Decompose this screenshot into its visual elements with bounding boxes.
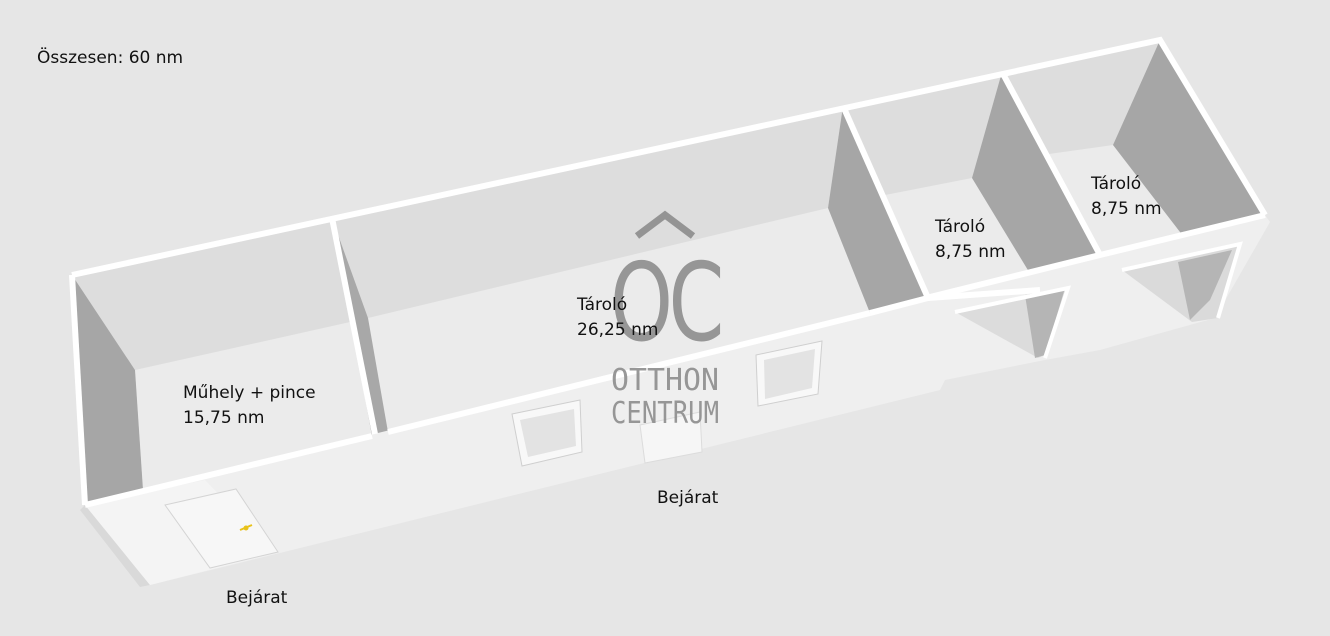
left-end-wall [72, 275, 143, 505]
room-area: 8,75 nm [1091, 199, 1162, 219]
partition-wall-3 [972, 72, 1100, 290]
right-end-wall [1113, 40, 1265, 245]
back-wall-storage-large [332, 106, 843, 318]
total-area-label: Összesen: 60 nm [37, 48, 184, 68]
room-name: Tároló [935, 217, 986, 237]
room-area: 8,75 nm [935, 242, 1006, 262]
door-frame-right [1121, 241, 1243, 319]
front-wall-shadow [80, 505, 150, 587]
wall-tops [69, 36, 1268, 508]
workshop-door [164, 488, 279, 569]
room-name: Tároló [577, 295, 628, 315]
room-label-storage-mid: Tároló 8,75 nm [935, 215, 1006, 265]
back-wall-storage-right [1002, 40, 1160, 155]
entrance-label-main: Bejárat [657, 488, 719, 508]
entrance-label-workshop: Bejárat [226, 588, 288, 608]
room-label-storage-right: Tároló 8,75 nm [1091, 172, 1162, 222]
main-entrance-door [639, 411, 703, 464]
room-name: Tároló [1091, 174, 1142, 194]
room-area: 26,25 nm [577, 320, 659, 340]
room-label-workshop: Műhely + pince 15,75 nm [183, 381, 316, 431]
door-frame-mid [954, 285, 1071, 359]
watermark-line2: CENTRUM [611, 396, 719, 431]
window-2 [755, 340, 823, 407]
room-area: 15,75 nm [183, 408, 265, 428]
room-label-storage-large: Tároló 26,25 nm [577, 293, 658, 343]
watermark-monogram: OC [610, 241, 720, 366]
room-name: Műhely + pince [183, 383, 316, 403]
back-wall-workshop [72, 218, 368, 370]
partition-wall-2 [828, 106, 928, 313]
watermark-roof-icon [634, 210, 696, 239]
watermark-line1: OTTHON [611, 363, 719, 398]
partition-wall-1 [332, 218, 388, 436]
watermark-logo: OC OTTHON CENTRUM [610, 210, 726, 431]
window-1 [511, 399, 583, 467]
door-opening-right-inner [1178, 250, 1232, 320]
door-opening-mid-inner [1025, 288, 1065, 358]
